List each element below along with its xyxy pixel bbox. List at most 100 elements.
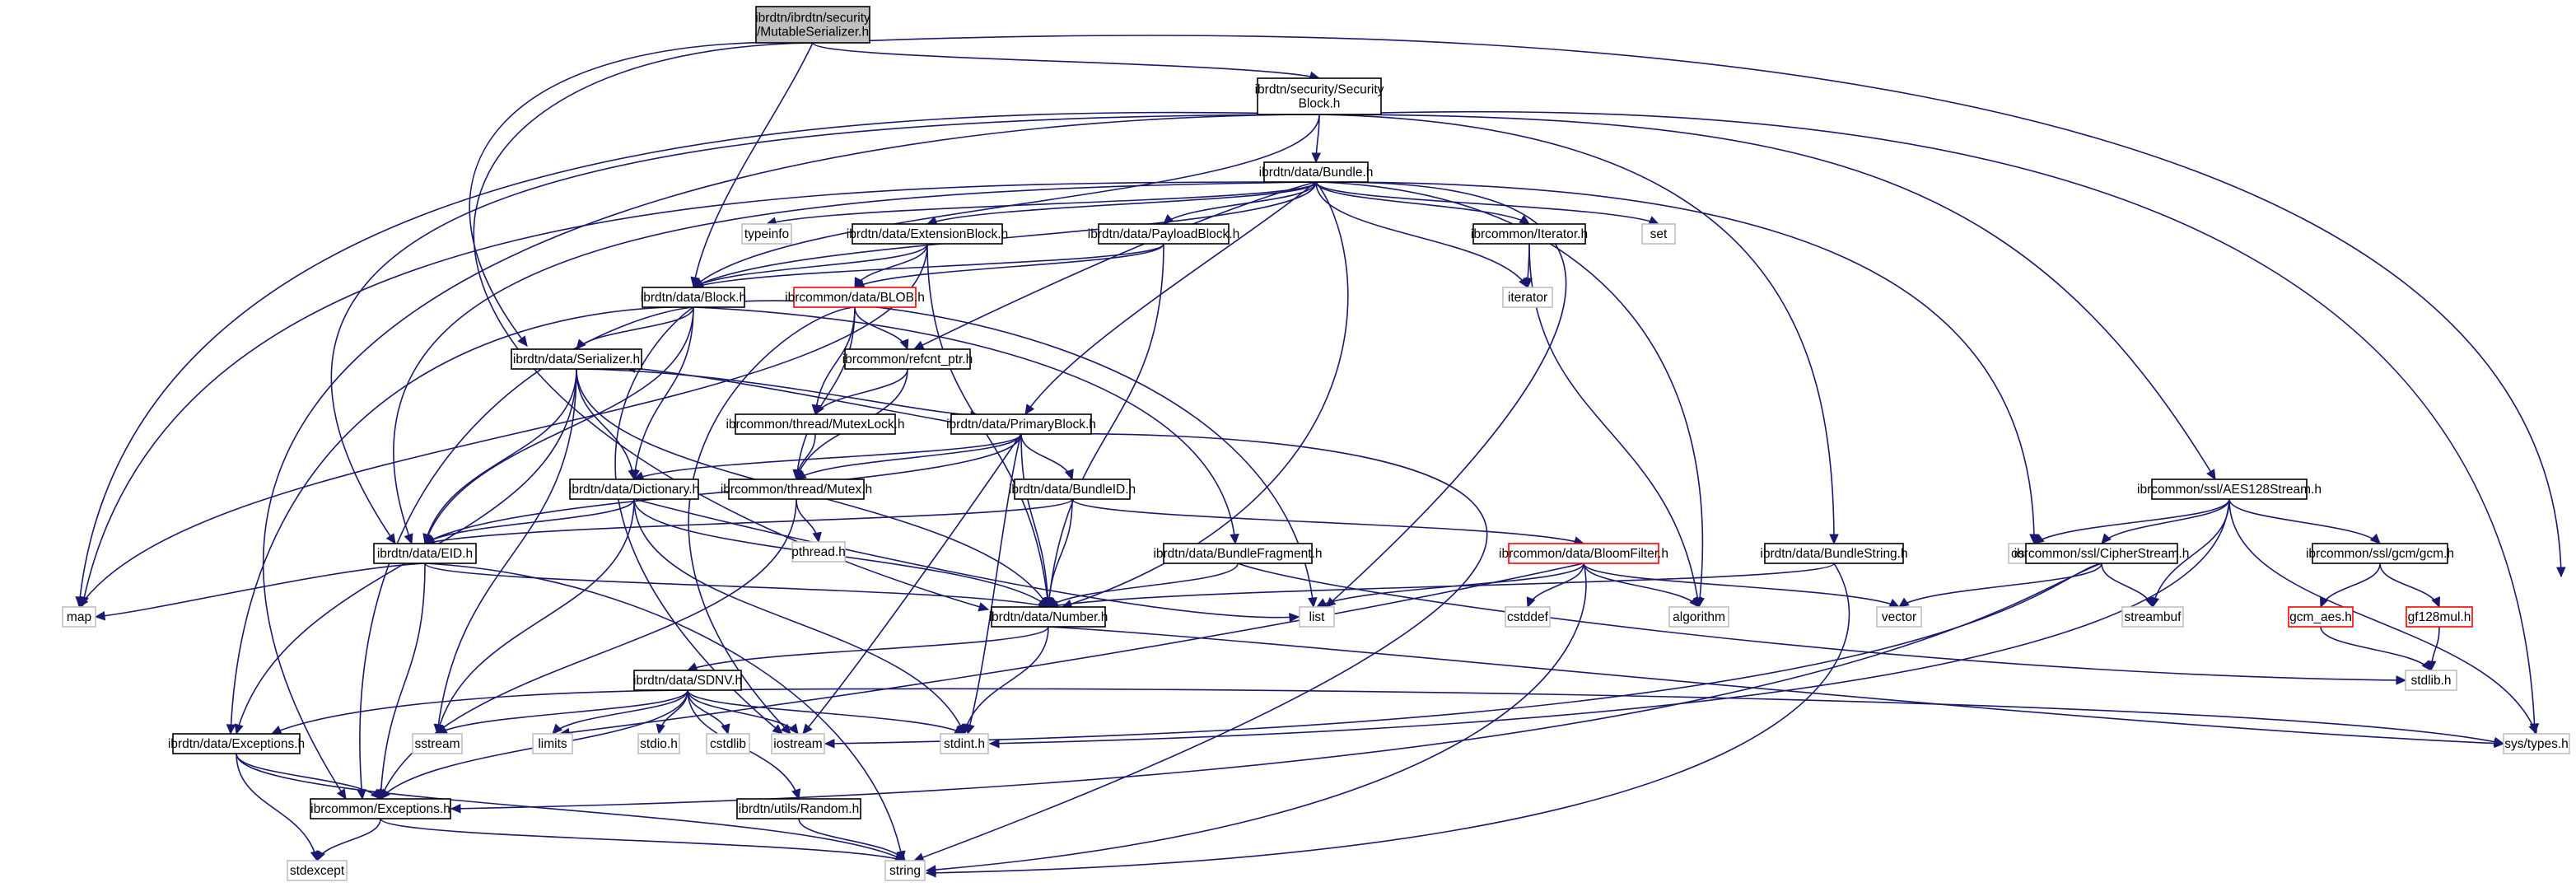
node-extblock[interactable]: ibrdtn/data/ExtensionBlock.h <box>847 223 1008 245</box>
edge-block-to-serializer <box>576 306 694 350</box>
node-primary[interactable]: ibrdtn/data/PrimaryBlock.h <box>946 413 1096 435</box>
edge-line <box>424 368 577 544</box>
node-stdint: stdint.h <box>940 733 989 754</box>
edge-line <box>913 181 1317 350</box>
edge-line <box>1020 433 1073 480</box>
node-cipher[interactable]: ibrcommon/ssl/CipherStream.h <box>2014 543 2190 564</box>
node-mutex[interactable]: ibrcommon/thread/Mutex.h <box>721 479 872 500</box>
node-streambuf: streambuf <box>2121 606 2184 628</box>
node-box <box>2151 479 2308 500</box>
node-bloom[interactable]: ibrcommon/data/BloomFilter.h <box>1499 543 1668 564</box>
edge-sdnv-to-limits <box>552 689 688 735</box>
edge-serializer-to-eid <box>422 368 577 545</box>
edge-line <box>687 626 1049 671</box>
node-box <box>637 733 680 754</box>
node-gcm[interactable]: ibrcommon/ssl/gcm/gcm.h <box>2306 543 2454 564</box>
edge-line <box>1528 243 1700 608</box>
edge-primary-to-bundleid <box>1020 433 1074 481</box>
node-box <box>2405 670 2457 691</box>
edge-arrowhead <box>517 335 528 347</box>
node-label: ibrcommon/ssl/AES128Stream.h <box>2137 483 2322 497</box>
node-mutexlock[interactable]: ibrcommon/thread/MutexLock.h <box>726 413 905 435</box>
edge-root-to-number <box>473 42 990 612</box>
edge-arrowhead <box>791 788 801 801</box>
node-number[interactable]: ibrdtn/data/Number.h <box>989 606 1108 628</box>
node-gf128[interactable]: gf128mul.h <box>2406 606 2473 628</box>
node-root[interactable]: ibrdtn/ibrdtn/security/MutableSerializer… <box>755 6 870 44</box>
edge-serializer-to-primary <box>576 368 982 421</box>
edge-bundle-to-iterh <box>1315 181 1531 225</box>
node-label: string <box>889 864 921 878</box>
edge-bundle-to-set <box>1315 181 1660 225</box>
node-dict[interactable]: ibrdtn/data/Dictionary.h <box>569 479 699 500</box>
node-block[interactable]: ibrdtn/data/Block.h <box>641 287 746 308</box>
node-box <box>736 798 861 819</box>
edge-arrowhead <box>234 723 244 735</box>
edge-line <box>1898 563 2102 608</box>
node-algorithm: algorithm <box>1668 606 1729 628</box>
edge-arrowhead <box>1230 534 1239 545</box>
node-serializer[interactable]: ibrdtn/data/Serializer.h <box>511 348 642 370</box>
edge-line <box>687 689 799 735</box>
edge-line <box>693 300 1314 608</box>
edge-arrowhead <box>2493 736 2505 747</box>
edge-arrowhead <box>788 723 799 735</box>
node-label: pthread.h <box>791 545 846 559</box>
edge-eid-to-number <box>424 563 1050 610</box>
node-eid[interactable]: ibrdtn/data/EID.h <box>373 543 477 564</box>
edge-line <box>854 243 1164 288</box>
edge-arrowhead <box>1648 216 1660 225</box>
edge-line <box>1071 498 1584 544</box>
edge-line <box>766 181 1317 225</box>
edge-line <box>693 306 1236 544</box>
node-label: ibrcommon/thread/Mutex.h <box>721 483 872 497</box>
edge-line <box>2379 563 2440 608</box>
edge-line <box>989 498 2230 745</box>
node-label: ibrcommon/data/BLOB.h <box>785 291 925 305</box>
edge-line <box>693 181 1317 288</box>
edge-gf128-to-stdlib <box>2426 626 2440 672</box>
node-blob[interactable]: ibrcommon/data/BLOB.h <box>785 287 925 308</box>
edge-arrowhead <box>962 723 972 735</box>
edge-arrowhead <box>385 533 396 544</box>
node-gcmaes[interactable]: gcm_aes.h <box>2288 606 2354 628</box>
node-ibrexc[interactable]: ibrcommon/Exceptions.h <box>310 798 451 819</box>
node-iterh[interactable]: ibrcommon/Iterator.h <box>1471 223 1588 245</box>
node-label: ibrcommon/Exceptions.h <box>310 802 450 816</box>
node-label: ibrdtn/data/Number.h <box>989 610 1108 624</box>
edge-line <box>926 563 1850 874</box>
edge-line <box>1583 563 1900 608</box>
node-box <box>1505 606 1551 628</box>
node-fragment[interactable]: ibrdtn/data/BundleFragment.h <box>1153 543 1323 564</box>
node-random[interactable]: ibrdtn/utils/Random.h <box>736 798 861 819</box>
edge-line <box>236 753 318 861</box>
node-exceptions[interactable]: ibrdtn/data/Exceptions.h <box>168 733 305 754</box>
node-bstring[interactable]: ibrdtn/data/BundleString.h <box>1760 543 1908 564</box>
node-aes[interactable]: ibrcommon/ssl/AES128Stream.h <box>2137 479 2322 500</box>
node-box <box>755 6 870 44</box>
edge-aes-to-systypes <box>2228 498 2538 735</box>
node-systypes: sys/types.h <box>2503 733 2570 754</box>
edge-line <box>926 181 1317 225</box>
edge-arrowhead <box>721 723 730 735</box>
node-box <box>511 348 642 370</box>
node-set: set <box>1641 223 1676 245</box>
edge-arrowhead <box>2396 675 2407 685</box>
edge-line <box>2033 498 2230 544</box>
edge-arrowhead <box>925 868 936 878</box>
node-box <box>1163 543 1313 564</box>
node-label: ibrdtn/data/PayloadBlock.h <box>1088 227 1239 241</box>
node-sdnv[interactable]: ibrdtn/data/SDNV.h <box>633 670 742 691</box>
node-payload[interactable]: ibrdtn/data/PayloadBlock.h <box>1088 223 1239 245</box>
node-label: ibrcommon/Iterator.h <box>1471 227 1588 241</box>
edge-arrowhead <box>812 531 822 544</box>
node-bundleid[interactable]: ibrdtn/data/BundleID.h <box>1009 479 1136 500</box>
node-box <box>771 733 825 754</box>
node-bundle[interactable]: ibrdtn/data/Bundle.h <box>1259 161 1374 183</box>
edge-bundleid-to-eid <box>423 498 1073 547</box>
edge-fragment-to-stdlib <box>1237 563 2407 685</box>
edge-line <box>812 35 2562 577</box>
node-box <box>1014 479 1131 500</box>
node-refcnt[interactable]: ibrcommon/refcnt_ptr.h <box>842 348 973 370</box>
